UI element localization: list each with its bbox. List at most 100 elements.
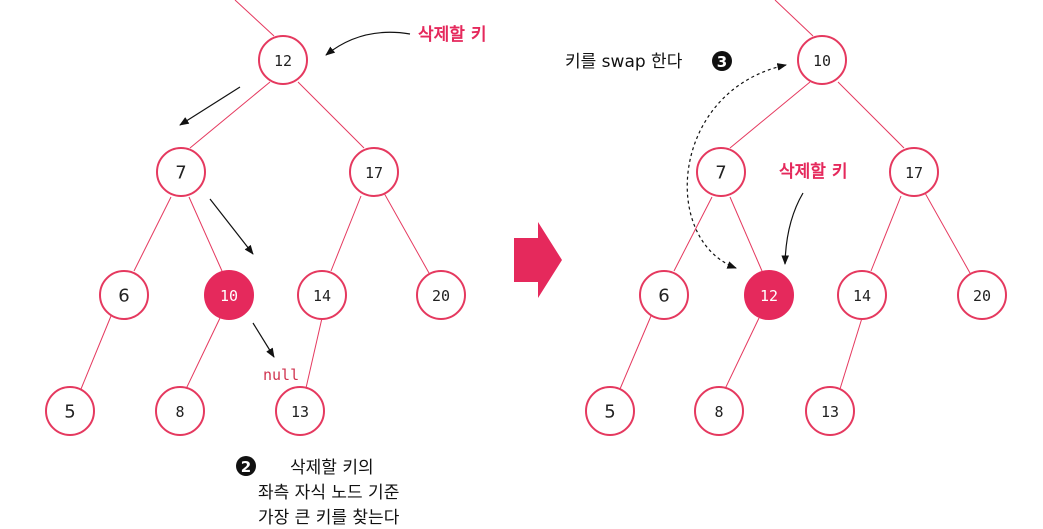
edge-14-13 — [305, 317, 323, 389]
step-2-line-2: 좌측 자식 노드 기준 — [258, 483, 399, 503]
node-circle — [805, 386, 855, 436]
step-2-badge: 2 — [236, 456, 256, 476]
edge-17-20 — [383, 192, 430, 274]
tree-node-8: 8 — [694, 386, 744, 436]
tree-node-17: 17 — [349, 147, 399, 197]
delete-key-label: 삭제할 키 — [418, 25, 486, 45]
delete-key-pointer-arrow — [325, 31, 411, 56]
edge-6-5 — [619, 315, 652, 390]
node-circle — [889, 147, 939, 197]
swap-arrow — [686, 63, 787, 269]
traverse-right-arrow — [209, 198, 254, 255]
edge-10-7 — [729, 81, 811, 149]
node-circle — [155, 386, 205, 436]
edge-10-17 — [837, 81, 905, 149]
traverse-left-arrow — [179, 86, 241, 126]
edge-12-7 — [189, 81, 271, 149]
edge-12-8 — [724, 317, 760, 390]
node-key: 20 — [973, 287, 991, 305]
node-key: 5 — [604, 402, 615, 423]
node-key: 8 — [714, 403, 723, 421]
node-circle — [744, 270, 794, 320]
edge-10-8 — [185, 317, 221, 390]
tree-node-14: 14 — [297, 270, 347, 320]
tree-node-10: 10 — [797, 35, 847, 85]
tree-node-5: 5 — [45, 386, 95, 436]
edge-17-20 — [924, 192, 971, 274]
edge-17-14 — [870, 195, 902, 272]
tree-node-7: 7 — [156, 147, 206, 197]
node-key: 13 — [821, 403, 839, 421]
edge-left-parent-12 — [234, 0, 275, 37]
node-key: 6 — [118, 286, 129, 307]
tree-node-14: 14 — [837, 270, 887, 320]
node-key: 5 — [64, 402, 75, 423]
edge-right-parent-10 — [774, 0, 814, 37]
node-key: 14 — [853, 287, 871, 305]
swap-label: 키를 swap 한다 — [565, 52, 683, 72]
tree-node-5: 5 — [585, 386, 635, 436]
node-key: 8 — [175, 403, 184, 421]
node-circle — [957, 270, 1007, 320]
node-circle — [797, 35, 847, 85]
tree-node-13: 13 — [805, 386, 855, 436]
node-key: 7 — [715, 163, 726, 184]
edge-7-6 — [673, 196, 713, 272]
node-circle — [99, 270, 149, 320]
node-circle — [837, 270, 887, 320]
null-label: null — [263, 366, 299, 384]
node-circle — [694, 386, 744, 436]
node-circle — [156, 147, 206, 197]
node-key: 14 — [313, 287, 331, 305]
tree-node-17: 17 — [889, 147, 939, 197]
tree-node-6: 6 — [639, 270, 689, 320]
edge-7-12 — [729, 196, 763, 272]
transition-arrow — [514, 222, 562, 298]
traverse-null-arrow — [252, 322, 275, 358]
node-key: 17 — [365, 164, 383, 182]
node-circle — [349, 147, 399, 197]
edge-14-13 — [839, 317, 863, 390]
node-key: 6 — [658, 286, 669, 307]
node-key: 7 — [175, 163, 186, 184]
step-3-badge: 3 — [712, 51, 732, 71]
edge-7-10 — [188, 196, 223, 272]
tree-node-7: 7 — [696, 147, 746, 197]
tree-node-10-highlighted: 10 — [204, 270, 254, 320]
node-key: 10 — [813, 52, 831, 70]
node-circle — [416, 270, 466, 320]
tree-node-12: 12 — [258, 35, 308, 85]
delete-key-label: 삭제할 키 — [779, 162, 847, 182]
delete-key-pointer-arrow — [781, 192, 804, 265]
node-circle — [258, 35, 308, 85]
node-circle — [204, 270, 254, 320]
left-tree-nodes: 12 7 17 6 10 14 20 5 — [45, 35, 466, 436]
node-circle — [585, 386, 635, 436]
tree-node-20: 20 — [416, 270, 466, 320]
node-key: 20 — [432, 287, 450, 305]
step-badge-number: 3 — [717, 53, 727, 71]
edge-6-5 — [80, 315, 112, 390]
node-key: 10 — [220, 287, 238, 305]
edge-17-14 — [330, 195, 362, 272]
node-circle — [275, 386, 325, 436]
step-2-line-3: 가장 큰 키를 찾는다 — [258, 508, 400, 528]
step-badge-number: 2 — [241, 458, 251, 476]
node-circle — [297, 270, 347, 320]
node-key: 12 — [274, 52, 292, 70]
step-2-line-1: 삭제할 키의 — [290, 458, 374, 478]
tree-node-6: 6 — [99, 270, 149, 320]
step-badge-circle — [236, 456, 256, 476]
node-circle — [45, 386, 95, 436]
node-key: 17 — [905, 164, 923, 182]
tree-node-20: 20 — [957, 270, 1007, 320]
edge-7-6 — [133, 196, 172, 272]
node-key: 13 — [291, 403, 309, 421]
node-key: 12 — [760, 287, 778, 305]
node-circle — [639, 270, 689, 320]
left-tree-edges — [80, 0, 430, 390]
tree-node-8: 8 — [155, 386, 205, 436]
right-tree-nodes: 10 7 17 6 12 14 20 5 — [585, 35, 1007, 436]
tree-node-13: 13 — [275, 386, 325, 436]
